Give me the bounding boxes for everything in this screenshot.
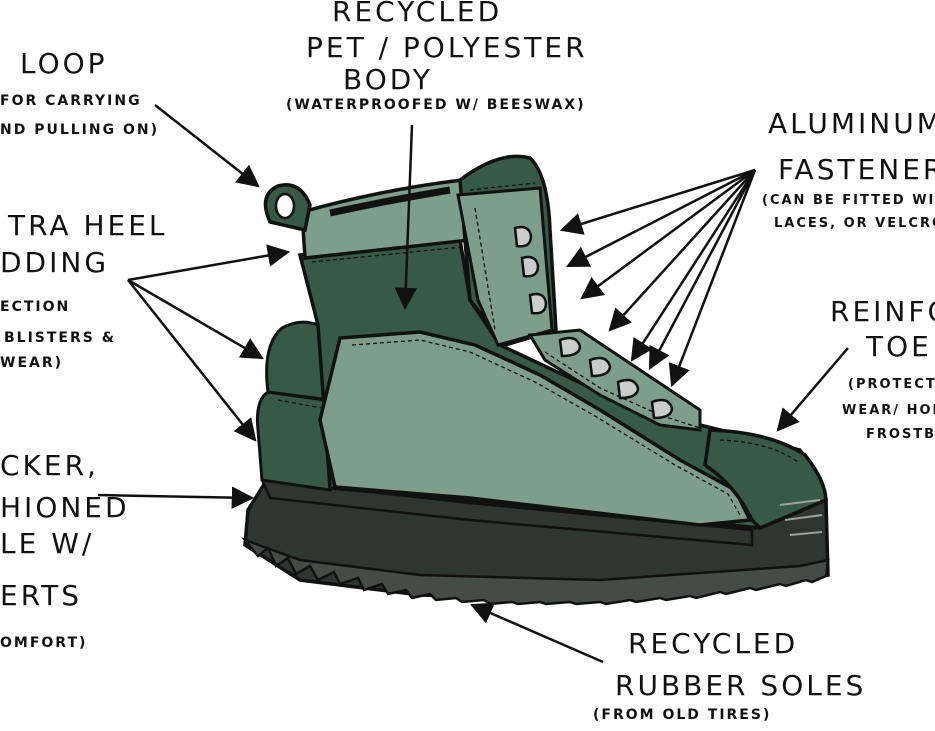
label-toe-title-1: REINFO (830, 295, 935, 328)
arrow-body (394, 124, 418, 311)
pull-loop-hole (274, 192, 296, 220)
label-body-title-1: RECYCLED (332, 0, 503, 28)
fastener-hook-3 (528, 292, 548, 315)
label-loop-note-1: FOR CARRYING (0, 93, 142, 109)
fastener-hook-7 (650, 398, 674, 420)
collar-opening (329, 186, 451, 217)
label-toe-note-3: FROSTB (866, 427, 935, 442)
arrow-soles (469, 602, 604, 664)
arrow-heel-3 (127, 279, 257, 442)
label-fasteners-title-2: FASTENERS (778, 153, 935, 186)
label-toe-title-2: TOE (866, 330, 932, 363)
label-heel-note-1: ECTION (0, 299, 71, 315)
heel-padding-upper (265, 320, 332, 402)
arrow-fastener-1 (559, 168, 756, 235)
label-fasteners-title-1: ALUMINUM (768, 107, 935, 140)
label-sole-left-2: HIONED (0, 491, 130, 524)
lace-panel (456, 186, 554, 347)
label-soles-title-1: RECYCLED (628, 627, 799, 660)
arrow-heel-2 (127, 278, 264, 360)
arrow-fastener-6 (648, 169, 757, 370)
fastener-hook-2 (520, 255, 540, 278)
label-loop-note-2: ND PULLING ON) (0, 122, 159, 138)
fastener-hook-5 (588, 356, 612, 378)
heel-padding-lower (256, 390, 332, 492)
label-heel-title-1: TRA HEEL (8, 209, 168, 242)
arrow-fastener-2 (565, 168, 756, 268)
label-heel-note-3: WEAR) (0, 355, 64, 371)
label-soles-note: (FROM OLD TIRES) (593, 707, 772, 723)
fastener-hook-1 (513, 225, 533, 248)
label-sole-left-5: OMFORT) (0, 635, 88, 651)
arrow-loop (154, 104, 260, 188)
label-soles-title-2: RUBBER SOLES (615, 669, 867, 702)
label-body-title-3: BODY (343, 63, 433, 96)
label-heel-note-2: BLISTERS & (4, 330, 116, 346)
arrow-toe (776, 347, 849, 432)
label-toe-note-2: WEAR/ HOL (842, 403, 935, 418)
label-sole-left-3: LE W/ (0, 527, 95, 560)
label-heel-title-2: DDING (0, 246, 110, 279)
arrow-sole-left (97, 486, 255, 509)
arrow-fastener-7 (668, 169, 757, 388)
arrow-fastener-4 (608, 169, 756, 332)
arrow-fastener-3 (580, 168, 756, 300)
label-fasteners-note-2: LACES, OR VELCRO) (774, 216, 935, 231)
label-loop-title: LOOP (20, 47, 108, 80)
label-sole-left-4: ERTS (0, 579, 82, 612)
label-body-note: (WATERPROOFED W/ BEESWAX) (286, 97, 586, 113)
boot-midsole (259, 478, 754, 547)
label-fasteners-note-1: (CAN BE FITTED WITH (762, 193, 935, 208)
boot-outsole-tread (241, 537, 830, 606)
label-toe-note-1: (PROTECT (848, 377, 935, 392)
label-body-title-2: PET / POLYESTER (306, 31, 588, 64)
fastener-hook-4 (558, 336, 582, 358)
label-sole-left-1: CKER, (0, 449, 99, 482)
arrow-fastener-5 (630, 169, 757, 362)
fastener-hook-6 (616, 378, 640, 400)
arrow-heel-1 (127, 244, 291, 282)
